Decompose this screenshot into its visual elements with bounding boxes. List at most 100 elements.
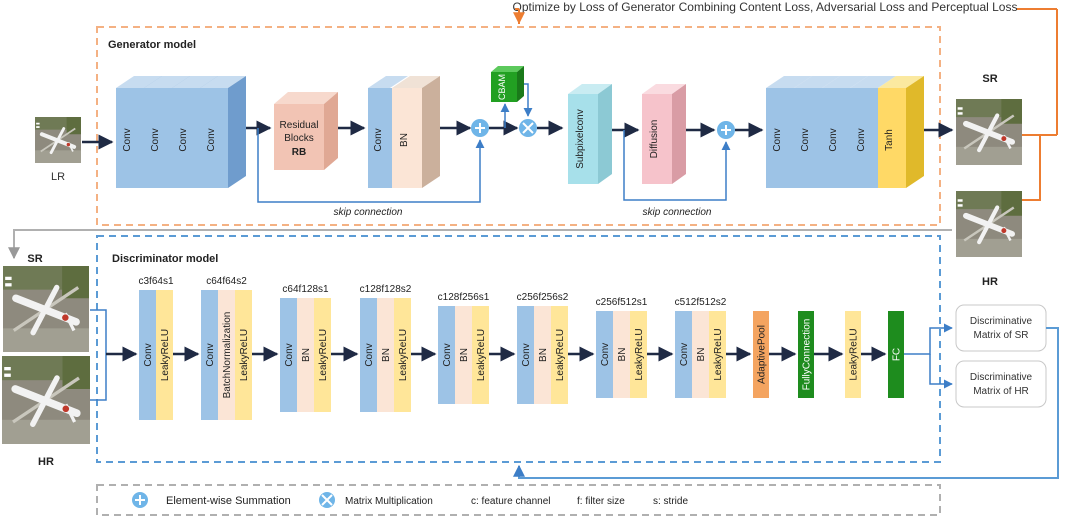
disc-hr-label: HR: [38, 456, 54, 468]
disc-block-header: c3f64s1: [138, 276, 173, 287]
gen-tanh-label: Tanh: [884, 129, 895, 151]
gen-conv-label: Conv: [178, 128, 189, 151]
disc-input-line: [90, 309, 107, 354]
disc-layer-label: Conv: [143, 343, 154, 366]
disc-layer-label: BN: [696, 348, 707, 362]
disc-layer-label: BN: [617, 348, 628, 362]
gen-conv-block-4: [200, 76, 246, 188]
disc-layer-label: LeakyReLU: [398, 329, 409, 381]
multiplication-node: [519, 119, 537, 137]
subpixel-block: Subpixelconv: [568, 84, 612, 184]
gen-out-conv-label: Conv: [772, 128, 783, 151]
disc-layer-label: Conv: [364, 343, 375, 366]
diffusion-block: Diffusion: [642, 84, 686, 184]
rb-label-2: Blocks: [284, 133, 313, 144]
legend-mult-icon: [319, 492, 335, 508]
disc-block-header: c512f512s2: [675, 297, 727, 308]
disc-layer-label: Conv: [442, 343, 453, 366]
disc-layer-rect: [280, 298, 297, 412]
gen-conv-stack: Conv Conv Conv Conv: [116, 76, 246, 188]
disc-layer-label: BN: [459, 348, 470, 362]
gen-tanh: [878, 76, 924, 188]
top-loss-label: Optimize by Loss of Generator Combining …: [513, 0, 1018, 14]
disc-tail-rect: [845, 311, 861, 398]
disc-tail-label: LeakyReLU: [849, 328, 860, 380]
out-hr-box: Discriminative Matrix of HR: [955, 360, 1047, 408]
disc-layer-label: LeakyReLU: [713, 328, 724, 380]
fc-to-sr-out: [904, 323, 953, 355]
disc-layer-label: BN: [538, 348, 549, 362]
disc-layer-rect: [455, 306, 472, 404]
disc-tail-label: FC: [892, 348, 903, 361]
disc-layer-rect: [218, 290, 235, 420]
gen-sr-label: SR: [982, 73, 997, 85]
disc-block-header: c256f256s2: [517, 292, 569, 303]
skip-connection-2: [623, 130, 731, 201]
cbam-label: CBAM: [497, 74, 507, 100]
gen-conv-label: Conv: [150, 128, 161, 151]
gen-out-conv-2: [794, 76, 840, 188]
out-sr-line2: Matrix of SR: [973, 330, 1028, 341]
disc-layer-rect: [517, 306, 534, 404]
disc-sr-label: SR: [27, 253, 42, 265]
lr-image: [35, 117, 81, 163]
diffusion-label: Diffusion: [649, 120, 660, 159]
cbam-block: CBAM: [491, 66, 524, 102]
rb-label-3: RB: [292, 147, 306, 158]
discriminator-box: [96, 235, 941, 463]
legend-s-label: s: stride: [653, 496, 688, 507]
out-sr-box: Discriminative Matrix of SR: [955, 304, 1047, 352]
disc-feedback-line: [513, 327, 1059, 479]
disc-layer-label: Conv: [679, 343, 690, 366]
legend-box: [96, 484, 941, 516]
disc-layer-rect: [596, 311, 613, 398]
disc-layer-label: BatchNormalization: [222, 312, 233, 399]
gen-out-conv-label: Conv: [800, 128, 811, 151]
disc-layer-rect: [630, 311, 647, 398]
disc-layer-label: LeakyReLU: [318, 329, 329, 381]
disc-layer-rect: [709, 311, 726, 398]
gen-conv-bn-block: Conv BN: [368, 76, 440, 188]
disc-layer-rect: [438, 306, 455, 404]
out-hr-line2: Matrix of HR: [973, 386, 1029, 397]
residual-block: Residual Blocks RB: [274, 92, 338, 170]
disc-layer-rect: [534, 306, 551, 404]
gen-bn-label: BN: [399, 133, 410, 147]
disc-layer-rect: [139, 290, 156, 420]
disc-layer-label: LeakyReLU: [160, 329, 171, 381]
disc-tail-rect: [753, 311, 769, 398]
disc-layer-rect: [692, 311, 709, 398]
summation-node-2: [717, 121, 735, 139]
hr-image-top: [956, 191, 1022, 257]
gen-output-stack: Conv Conv Conv Conv Tanh: [766, 76, 924, 188]
disc-layer-label: Conv: [521, 343, 532, 366]
disc-hr-image: [2, 356, 90, 444]
hr-to-loss-line: [1022, 135, 1041, 201]
disc-layer-label: BN: [381, 348, 392, 362]
disc-layer-rect: [235, 290, 252, 420]
gen-out-conv-1: [766, 76, 812, 188]
discriminator-title: Discriminator model: [112, 253, 218, 265]
disc-block-header: c128f256s1: [438, 292, 490, 303]
gen-out-conv-4: [850, 76, 896, 188]
disc-block-header: c64f128s1: [282, 284, 329, 295]
subpixel-label: Subpixelconv: [575, 109, 586, 168]
disc-layer-rect: [297, 298, 314, 412]
disc-block-header: c64f64s2: [206, 276, 247, 287]
gen-conv-label: Conv: [206, 128, 217, 151]
disc-input-line: [90, 354, 107, 401]
legend-mult-label: Matrix Multiplication: [345, 496, 433, 507]
sr-to-disc-connector: [8, 229, 952, 260]
gen-out-conv-label: Conv: [828, 128, 839, 151]
legend-sum-icon: [132, 492, 148, 508]
disc-tail-rect: [798, 311, 814, 398]
legend-c-label: c: feature channel: [471, 496, 551, 507]
disc-layer-rect: [360, 298, 377, 412]
disc-layer-label: Conv: [600, 343, 611, 366]
disc-layer-label: LeakyReLU: [476, 329, 487, 381]
skip-label-2: skip connection: [643, 207, 712, 218]
disc-layer-rect: [377, 298, 394, 412]
disc-layer-rect: [314, 298, 331, 412]
